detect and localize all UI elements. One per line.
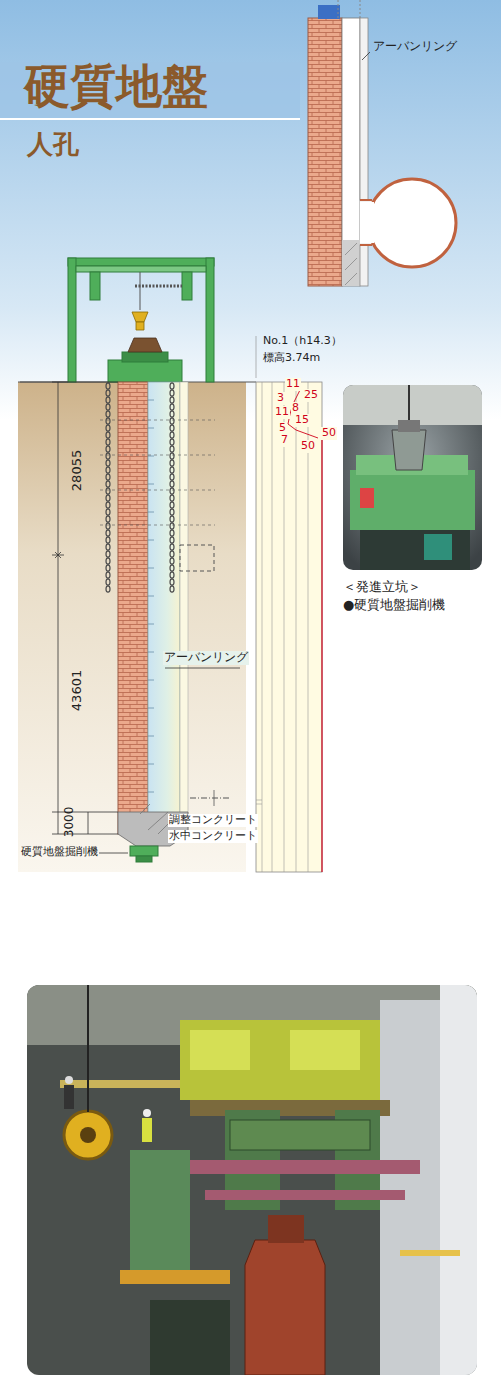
n-value: 3 bbox=[276, 392, 285, 405]
photo-heading: ＜発進立坑＞ bbox=[343, 578, 482, 596]
n-value: 11 bbox=[285, 378, 301, 391]
n-value: 50 bbox=[321, 427, 337, 440]
n-value: 8 bbox=[291, 402, 300, 415]
photo-caption: ●硬質地盤掘削機 bbox=[343, 596, 482, 614]
part-name: 調整コンクリート bbox=[168, 814, 258, 827]
boring-name: No.1（h14.3） bbox=[262, 335, 343, 348]
part-name: 硬質地盤掘削機 bbox=[20, 846, 99, 859]
part-name: アーバンリング bbox=[163, 651, 249, 665]
n-value: 11 bbox=[274, 406, 290, 419]
photo-panel: ＜発進立坑＞●硬質地盤掘削機 bbox=[343, 385, 482, 613]
part-name: アーバンリング bbox=[372, 40, 458, 54]
n-value: 7 bbox=[280, 434, 289, 447]
dimension: 3000 bbox=[63, 806, 77, 839]
elevation: 標高3.74m bbox=[262, 352, 321, 365]
title: 硬質地盤 bbox=[24, 60, 208, 113]
n-value: 5 bbox=[278, 422, 287, 435]
subtitle: 人孔 bbox=[26, 130, 80, 160]
part-name: 水中コンクリート bbox=[168, 830, 258, 843]
dimension: 43601 bbox=[71, 668, 86, 711]
n-value: 25 bbox=[303, 389, 319, 402]
n-value: 15 bbox=[294, 414, 310, 427]
n-value: 50 bbox=[300, 440, 316, 453]
dimension: 28055 bbox=[71, 448, 86, 491]
